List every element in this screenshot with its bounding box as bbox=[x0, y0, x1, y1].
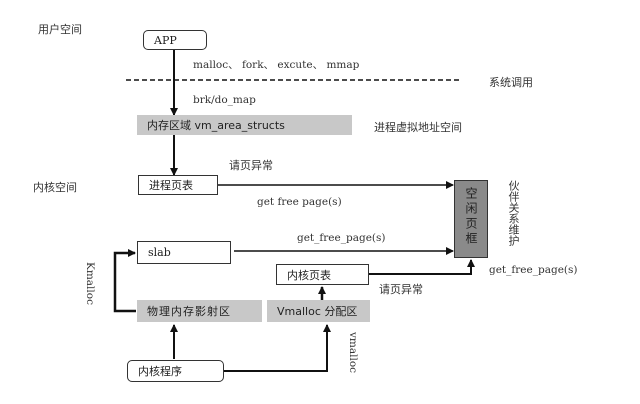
syscall-label: 系统调用 bbox=[489, 76, 533, 89]
page-fault-label-1: 请页异常 bbox=[229, 159, 273, 172]
kernel-space-label: 内核空间 bbox=[33, 181, 77, 194]
get-free-page-label-3: get_free_page(s) bbox=[489, 264, 578, 276]
arrow-kprog-to-vmalloc bbox=[224, 324, 331, 372]
free-page-frame-text: 空闲页框 bbox=[464, 187, 478, 247]
arrow-kpagetable-to-freeframe bbox=[369, 259, 475, 275]
slab-box: slab bbox=[137, 241, 231, 264]
vmalloc-area-text: Vmalloc 分配区 bbox=[277, 305, 358, 318]
get-free-page-label-2: get_free_page(s) bbox=[297, 232, 386, 244]
user-space-label: 用户空间 bbox=[38, 23, 82, 36]
kernel-program-box: 内核程序 bbox=[127, 360, 224, 382]
brk-label: brk/do_map bbox=[193, 94, 256, 106]
buddy-label: 伙伴关系维护 bbox=[507, 180, 520, 246]
vm-area-box-text: 内存区域 vm_area_structs bbox=[147, 119, 285, 132]
arrow-physmap-to-slab bbox=[113, 249, 136, 313]
vm-area-box: 内存区域 vm_area_structs bbox=[137, 115, 352, 135]
vmalloc-label: vmalloc bbox=[347, 332, 359, 374]
slab-box-text: slab bbox=[148, 246, 171, 259]
vmalloc-area-box: Vmalloc 分配区 bbox=[267, 300, 370, 322]
get-free-page-label-1: get free page(s) bbox=[257, 196, 342, 208]
kernel-page-table-text: 内核页表 bbox=[287, 268, 331, 282]
app-box-text: APP bbox=[154, 33, 177, 47]
free-page-frame-box: 空闲页框 bbox=[454, 180, 488, 258]
page-fault-label-2: 请页异常 bbox=[379, 283, 423, 296]
kernel-program-text: 内核程序 bbox=[138, 365, 182, 378]
process-vaddr-label: 进程虚拟地址空间 bbox=[374, 121, 462, 134]
process-page-table-text: 进程页表 bbox=[149, 179, 193, 192]
process-page-table-box: 进程页表 bbox=[138, 175, 218, 195]
app-box: APP bbox=[143, 30, 207, 50]
kernel-page-table-box: 内核页表 bbox=[276, 264, 369, 285]
phys-mem-map-text: 物理内存影射区 bbox=[147, 305, 231, 318]
kmalloc-label: Kmalloc bbox=[84, 262, 96, 305]
phys-mem-map-box: 物理内存影射区 bbox=[137, 300, 262, 322]
syscalls-list-label: malloc、 fork、 excute、 mmap bbox=[193, 59, 360, 71]
